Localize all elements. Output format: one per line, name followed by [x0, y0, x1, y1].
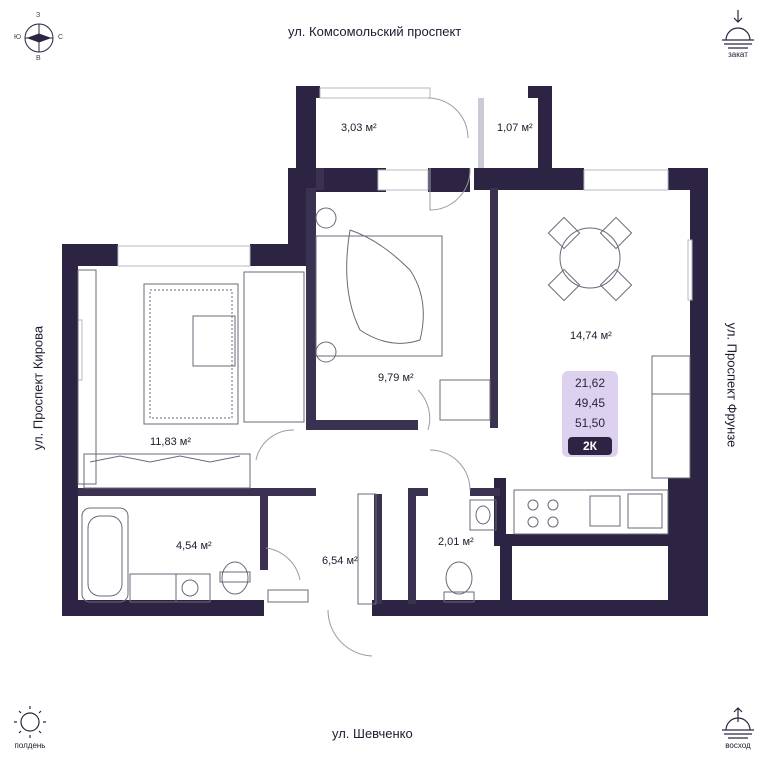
- balcony-left-area: 3,03 м²: [341, 122, 377, 134]
- noon-sun-icon: [14, 706, 46, 738]
- area-summary-badge: 21,62 49,45 51,50 2К: [562, 371, 618, 457]
- total-with-balcony-value: 51,50: [574, 416, 606, 430]
- compass-south-label: В: [36, 55, 41, 62]
- hallway-area: 6,54 м²: [322, 555, 358, 567]
- apartment-type-label: 2К: [568, 437, 612, 455]
- street-bottom-label: ул. Шевченко: [332, 726, 413, 741]
- windows: [77, 87, 693, 381]
- furniture: [77, 207, 691, 605]
- street-top-label: ул. Комсомольский проспект: [288, 24, 462, 39]
- compass-west-label: Ю: [14, 34, 22, 41]
- living-area-value: 21,62: [574, 376, 606, 390]
- living-room-area: 11,83 м²: [150, 436, 191, 448]
- compass-east-label: С: [58, 34, 64, 41]
- bathroom-area: 4,54 м²: [176, 540, 212, 552]
- walls: [62, 86, 708, 616]
- balcony-right-area: 1,07 м²: [497, 122, 533, 134]
- street-left-label: ул. Проспект Кирова: [30, 325, 46, 451]
- street-right-label: ул. Проспект Фрунзе: [724, 322, 740, 448]
- sunrise-label: восход: [725, 741, 751, 750]
- compass-rose: [24, 23, 54, 53]
- total-area-value: 49,45: [574, 396, 606, 410]
- sunset-icon: [722, 10, 754, 49]
- sunset-label: закат: [728, 50, 748, 59]
- kitchen-area: 14,74 м²: [570, 330, 612, 342]
- door-swings: [255, 97, 471, 657]
- wc-area: 2,01 м²: [438, 536, 474, 548]
- compass-north-label: З: [36, 12, 41, 19]
- sunrise-icon: [722, 707, 754, 739]
- noon-label: полдень: [14, 741, 46, 750]
- bedroom-area: 9,79 м²: [378, 372, 414, 384]
